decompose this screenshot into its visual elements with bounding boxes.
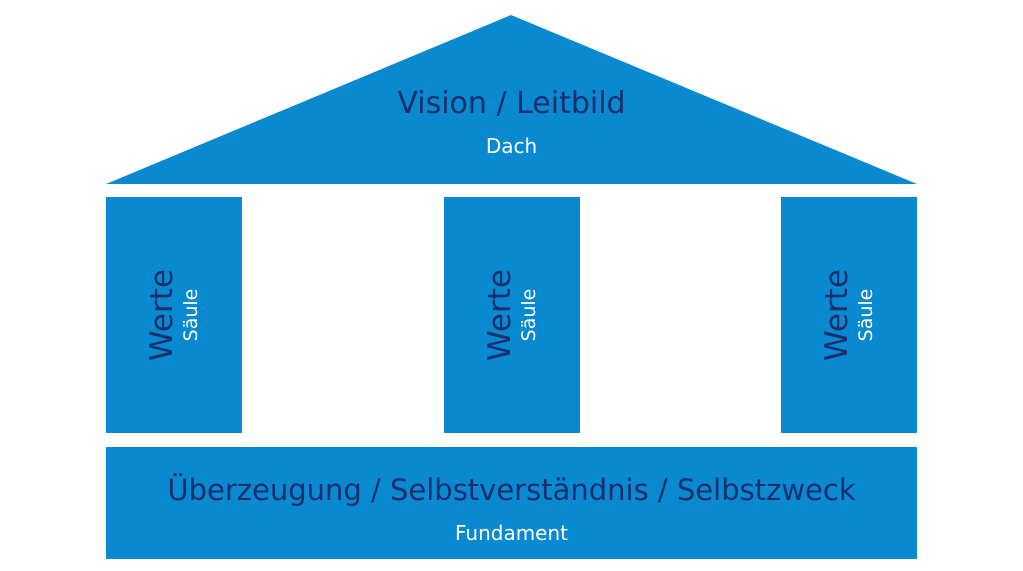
roof-shape <box>106 15 917 184</box>
foundation-subtitle: Fundament <box>454 521 569 545</box>
pillar-label: Werte Säule <box>144 269 203 361</box>
pillar-left: Werte Säule <box>106 197 242 433</box>
pillar-center: Werte Säule <box>444 197 580 433</box>
pillar-label: Werte Säule <box>819 269 878 361</box>
foundation-block: Überzeugung / Selbstverständnis / Selbst… <box>106 447 917 559</box>
pillar-title: Werte <box>819 269 855 361</box>
pillar-subtitle: Säule <box>855 288 877 342</box>
pillar-subtitle: Säule <box>180 288 202 342</box>
pillar-title: Werte <box>144 269 180 361</box>
roof-title: Vision / Leitbild <box>397 86 626 121</box>
roof-subtitle: Dach <box>485 134 538 158</box>
pillar-title: Werte <box>482 269 518 361</box>
pillar-right: Werte Säule <box>781 197 917 433</box>
pillar-subtitle: Säule <box>518 288 540 342</box>
foundation-title: Überzeugung / Selbstverständnis / Selbst… <box>167 473 856 507</box>
pillar-label: Werte Säule <box>482 269 541 361</box>
